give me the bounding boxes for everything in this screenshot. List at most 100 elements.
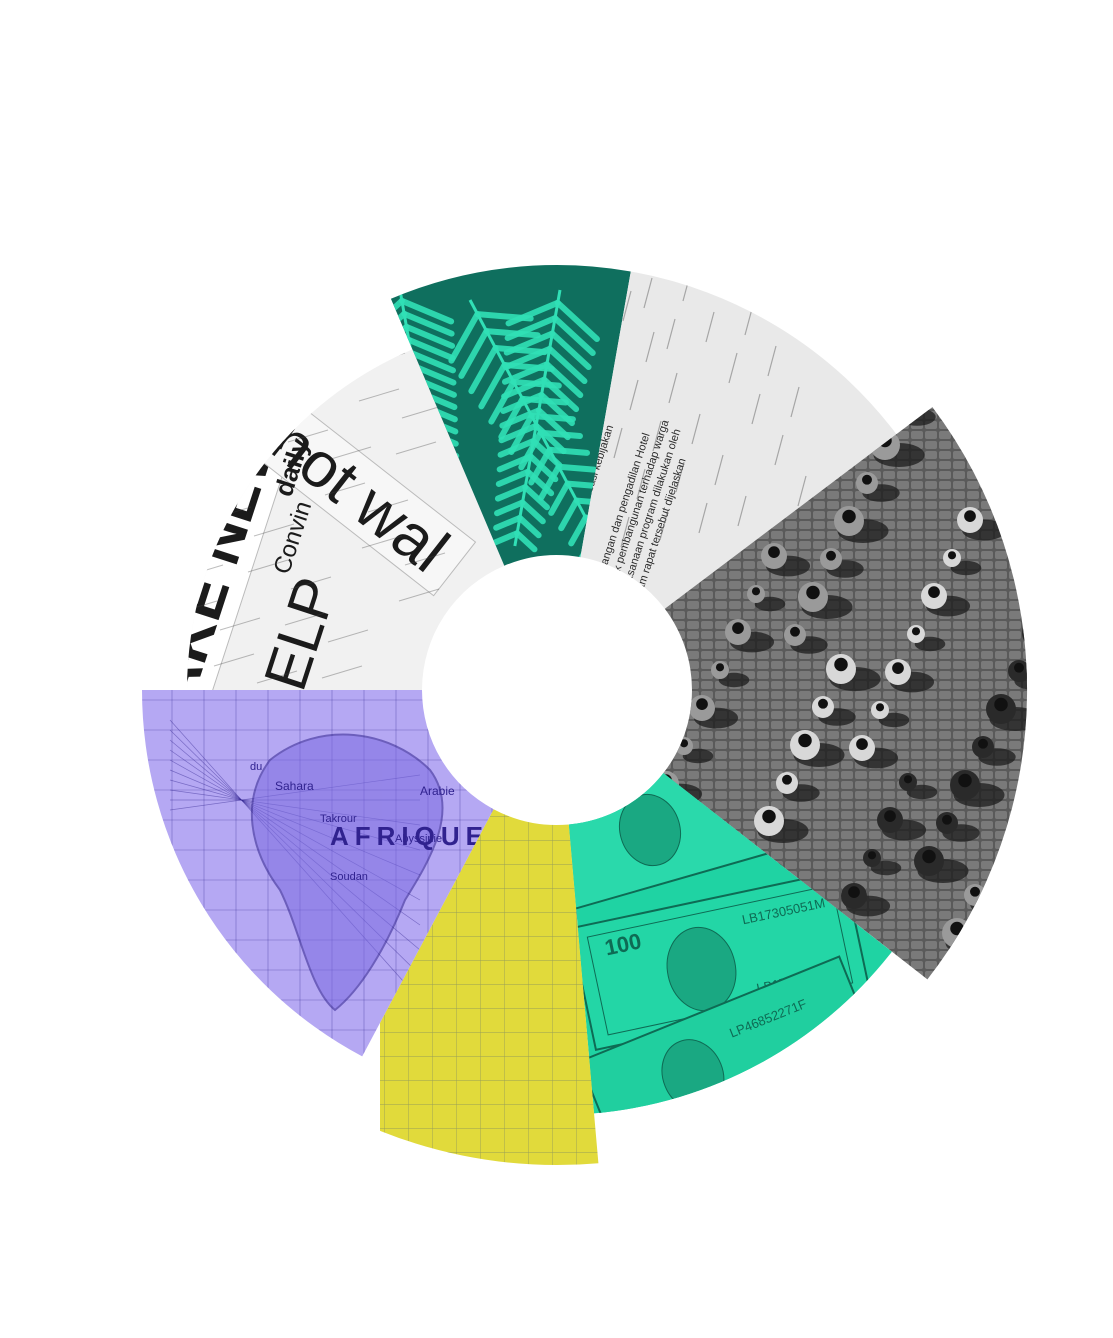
newspaper-text-stroke xyxy=(103,495,143,507)
newspaper-text-stroke xyxy=(256,670,298,684)
fern-pinna xyxy=(541,376,580,413)
newspaper-text-stroke xyxy=(284,612,326,626)
newspaper-text-stroke xyxy=(187,417,221,431)
person-figure xyxy=(1037,847,1063,873)
person-head xyxy=(848,886,860,898)
printed-text-stroke xyxy=(645,331,655,363)
fern-pinna xyxy=(500,391,545,414)
person-head xyxy=(806,585,820,600)
fern-pinna xyxy=(538,391,575,427)
person-head xyxy=(958,773,972,788)
fern-pinna xyxy=(533,422,567,455)
person-figure xyxy=(1029,355,1055,381)
newspaper-text-stroke xyxy=(395,441,437,455)
fern-pinna xyxy=(405,336,456,362)
person-head xyxy=(1036,358,1048,370)
fern-pinna xyxy=(552,315,596,357)
person-head xyxy=(1044,850,1056,862)
person-head xyxy=(983,475,993,484)
person-shadow xyxy=(1025,631,1028,655)
newspaper-text-stroke xyxy=(187,600,218,614)
fern-pinna xyxy=(514,530,538,553)
printed-text-stroke xyxy=(613,427,623,459)
map-label: Abyssinie xyxy=(395,833,442,845)
fern-pinna xyxy=(334,352,386,364)
newspaper-text-stroke xyxy=(290,576,332,590)
fern-pinna xyxy=(390,297,405,341)
newspaper-text-stroke xyxy=(401,405,443,419)
printed-text-stroke xyxy=(675,461,685,493)
person-figure xyxy=(1001,923,1027,949)
person-head xyxy=(790,626,800,637)
person-head xyxy=(892,662,904,674)
newspaper-text-stroke xyxy=(187,453,215,467)
person-head xyxy=(812,322,824,334)
map-label: Arabie xyxy=(420,784,455,798)
map-label: AFRIQUE xyxy=(330,821,489,851)
fern-pinna xyxy=(598,565,616,566)
fern-pinna xyxy=(448,311,481,364)
world-map-segment: AFRIQUE Sahara Arabie Abyssinie Soudan T… xyxy=(142,690,494,1057)
printed-text-stroke xyxy=(790,386,800,418)
newspaper-text-stroke xyxy=(321,665,363,679)
person-figure xyxy=(987,325,1005,343)
person-shadow xyxy=(1031,901,1062,915)
newspaper-text-stroke xyxy=(137,401,177,413)
newspaper-text-stroke xyxy=(367,499,409,513)
printed-text-stroke xyxy=(797,475,807,507)
person-figure xyxy=(1023,889,1028,907)
newspaper-text-stroke xyxy=(112,606,152,618)
person-head xyxy=(1014,662,1024,673)
person-figure xyxy=(1015,407,1028,415)
fern-pinna xyxy=(524,468,555,497)
fern-pinna xyxy=(493,514,523,531)
map-label: Sahara xyxy=(275,779,314,793)
person-head xyxy=(964,510,976,522)
map-label: Soudan xyxy=(330,871,368,883)
printed-text-stroke xyxy=(751,393,761,425)
person-head xyxy=(1050,587,1060,597)
fern-pinna xyxy=(408,349,456,374)
person-head xyxy=(818,698,828,709)
fern-pinna xyxy=(478,361,508,410)
person-figure xyxy=(928,320,950,342)
person-head xyxy=(1019,407,1028,408)
person-head xyxy=(679,739,689,748)
person-head xyxy=(992,327,1000,335)
printed-text-stroke xyxy=(643,277,653,309)
printed-text-stroke xyxy=(659,509,669,541)
person-head xyxy=(762,809,776,824)
person-head xyxy=(903,775,913,784)
newspaper-text-stroke xyxy=(330,446,372,460)
person-shadow xyxy=(870,860,902,876)
newspaper-text-stroke xyxy=(100,348,140,360)
africa-continent-shape xyxy=(250,733,444,1012)
fern-pinna xyxy=(527,453,559,483)
person-shadow xyxy=(910,367,961,391)
person-head xyxy=(768,546,780,558)
person-figure xyxy=(892,407,914,418)
person-head xyxy=(826,550,836,561)
fern-pinna xyxy=(468,345,499,395)
printed-text-stroke xyxy=(714,454,724,486)
person-shadow xyxy=(997,443,1028,465)
newspaper-headline-of: of xyxy=(241,455,260,471)
person-shadow xyxy=(986,484,1018,500)
fern-pinna xyxy=(505,299,561,327)
person-head xyxy=(1028,891,1036,899)
person-head xyxy=(928,586,940,598)
fern-pinna xyxy=(403,323,456,349)
newspaper-text-stroke xyxy=(187,658,190,672)
newspaper-text-stroke xyxy=(404,552,446,566)
person-head xyxy=(942,814,952,825)
person-shadow xyxy=(878,712,910,728)
person-figure xyxy=(1022,618,1028,648)
printed-text-stroke xyxy=(760,271,770,288)
person-head xyxy=(696,698,708,710)
person-shadow xyxy=(810,332,854,353)
person-head xyxy=(834,657,848,672)
printed-text-stroke xyxy=(774,434,784,466)
person-head xyxy=(751,587,761,596)
